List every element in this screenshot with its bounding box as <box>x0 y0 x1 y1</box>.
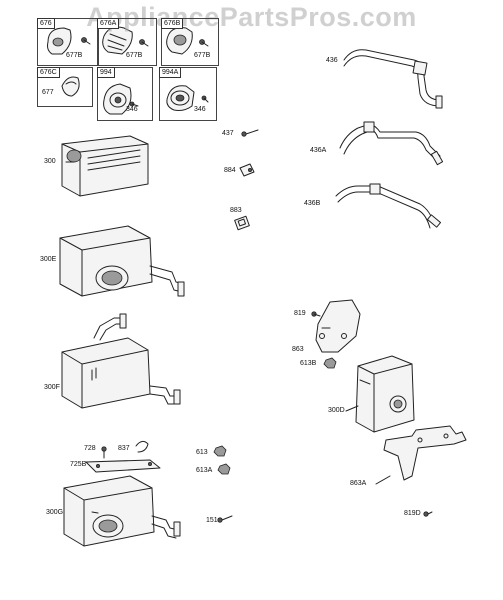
inset-frame-676a <box>97 18 157 66</box>
callout-436b: 436B <box>304 200 321 207</box>
callout-677: 677 <box>42 89 54 96</box>
nut-613b-drawing <box>323 357 337 369</box>
callout-613a: 613A <box>196 467 213 474</box>
callout-437: 437 <box>222 130 234 137</box>
callout-300e: 300E <box>40 256 57 263</box>
callout-884: 884 <box>224 167 236 174</box>
callout-436a: 436A <box>310 147 327 154</box>
muffler-guard-676a-drawing <box>102 26 149 55</box>
callout-613b: 613B <box>300 360 317 367</box>
bracket-863a-drawing <box>383 425 467 481</box>
leader-lines <box>65 161 391 514</box>
callout-300g: 300G <box>46 509 64 516</box>
callout-863a: 863A <box>350 480 367 487</box>
muffler-300f-drawing <box>61 313 181 409</box>
clip-884-drawing <box>239 163 255 177</box>
heat-shield-863-drawing <box>315 299 361 353</box>
nut-613a-drawing <box>217 463 231 475</box>
muffler-300-drawing <box>61 135 149 197</box>
exhaust-pipe-436-drawing <box>343 49 443 109</box>
muffler-300d-drawing <box>355 355 415 433</box>
gasket-883-drawing <box>234 215 250 231</box>
callout-300: 300 <box>44 158 56 165</box>
inset-frame-676c <box>37 67 93 107</box>
muffler-guard-676-drawing <box>47 27 91 55</box>
exhaust-pipe-436a-drawing <box>339 121 444 166</box>
callout-728: 728 <box>84 445 96 452</box>
callout-819d: 819D <box>404 510 421 517</box>
inset-label-676b: 676B <box>161 18 184 29</box>
inset-frame-994 <box>97 67 153 121</box>
exhaust-pipe-436b-drawing <box>335 183 442 229</box>
callout-300f: 300F <box>44 384 60 391</box>
inset-frame-994a <box>159 67 217 121</box>
inset-label-676a: 676A <box>97 18 120 29</box>
callout-346-a: 346 <box>126 106 138 113</box>
inset-label-676c: 676C <box>37 67 60 78</box>
callout-151: 151 <box>206 517 218 524</box>
inset-label-994a: 994A <box>159 67 182 78</box>
screw-819-drawing <box>311 311 321 317</box>
callout-436: 436 <box>326 57 338 64</box>
callout-346-b: 346 <box>194 106 206 113</box>
callout-677b-b: 677B <box>126 52 143 59</box>
muffler-deflector-676c-drawing <box>61 76 80 97</box>
screw-151-drawing <box>217 515 233 523</box>
callout-819: 819 <box>294 310 306 317</box>
muffler-guard-676b-drawing <box>166 27 209 55</box>
callout-677b-a: 677B <box>66 52 83 59</box>
spark-arrester-994a-drawing <box>166 85 209 111</box>
callout-613: 613 <box>196 449 208 456</box>
inset-label-994: 994 <box>97 67 115 78</box>
callout-837: 837 <box>118 445 130 452</box>
inset-frame-676b <box>161 18 219 66</box>
screw-819d-drawing <box>423 511 433 517</box>
spark-arrester-994-drawing <box>103 83 139 115</box>
screw-437-drawing <box>241 129 259 137</box>
callout-883: 883 <box>230 207 242 214</box>
inset-frame-676 <box>37 18 99 66</box>
screw-728-drawing <box>101 446 107 459</box>
inset-label-676: 676 <box>37 18 55 29</box>
callout-677b-c: 677B <box>194 52 211 59</box>
nut-613-drawing <box>213 445 227 457</box>
callout-725b: 725B <box>70 461 87 468</box>
muffler-300e-drawing <box>59 225 185 297</box>
callout-863: 863 <box>292 346 304 353</box>
callout-300d: 300D <box>328 407 345 414</box>
muffler-300g-drawing <box>63 459 181 547</box>
clamp-837-drawing <box>135 440 149 453</box>
